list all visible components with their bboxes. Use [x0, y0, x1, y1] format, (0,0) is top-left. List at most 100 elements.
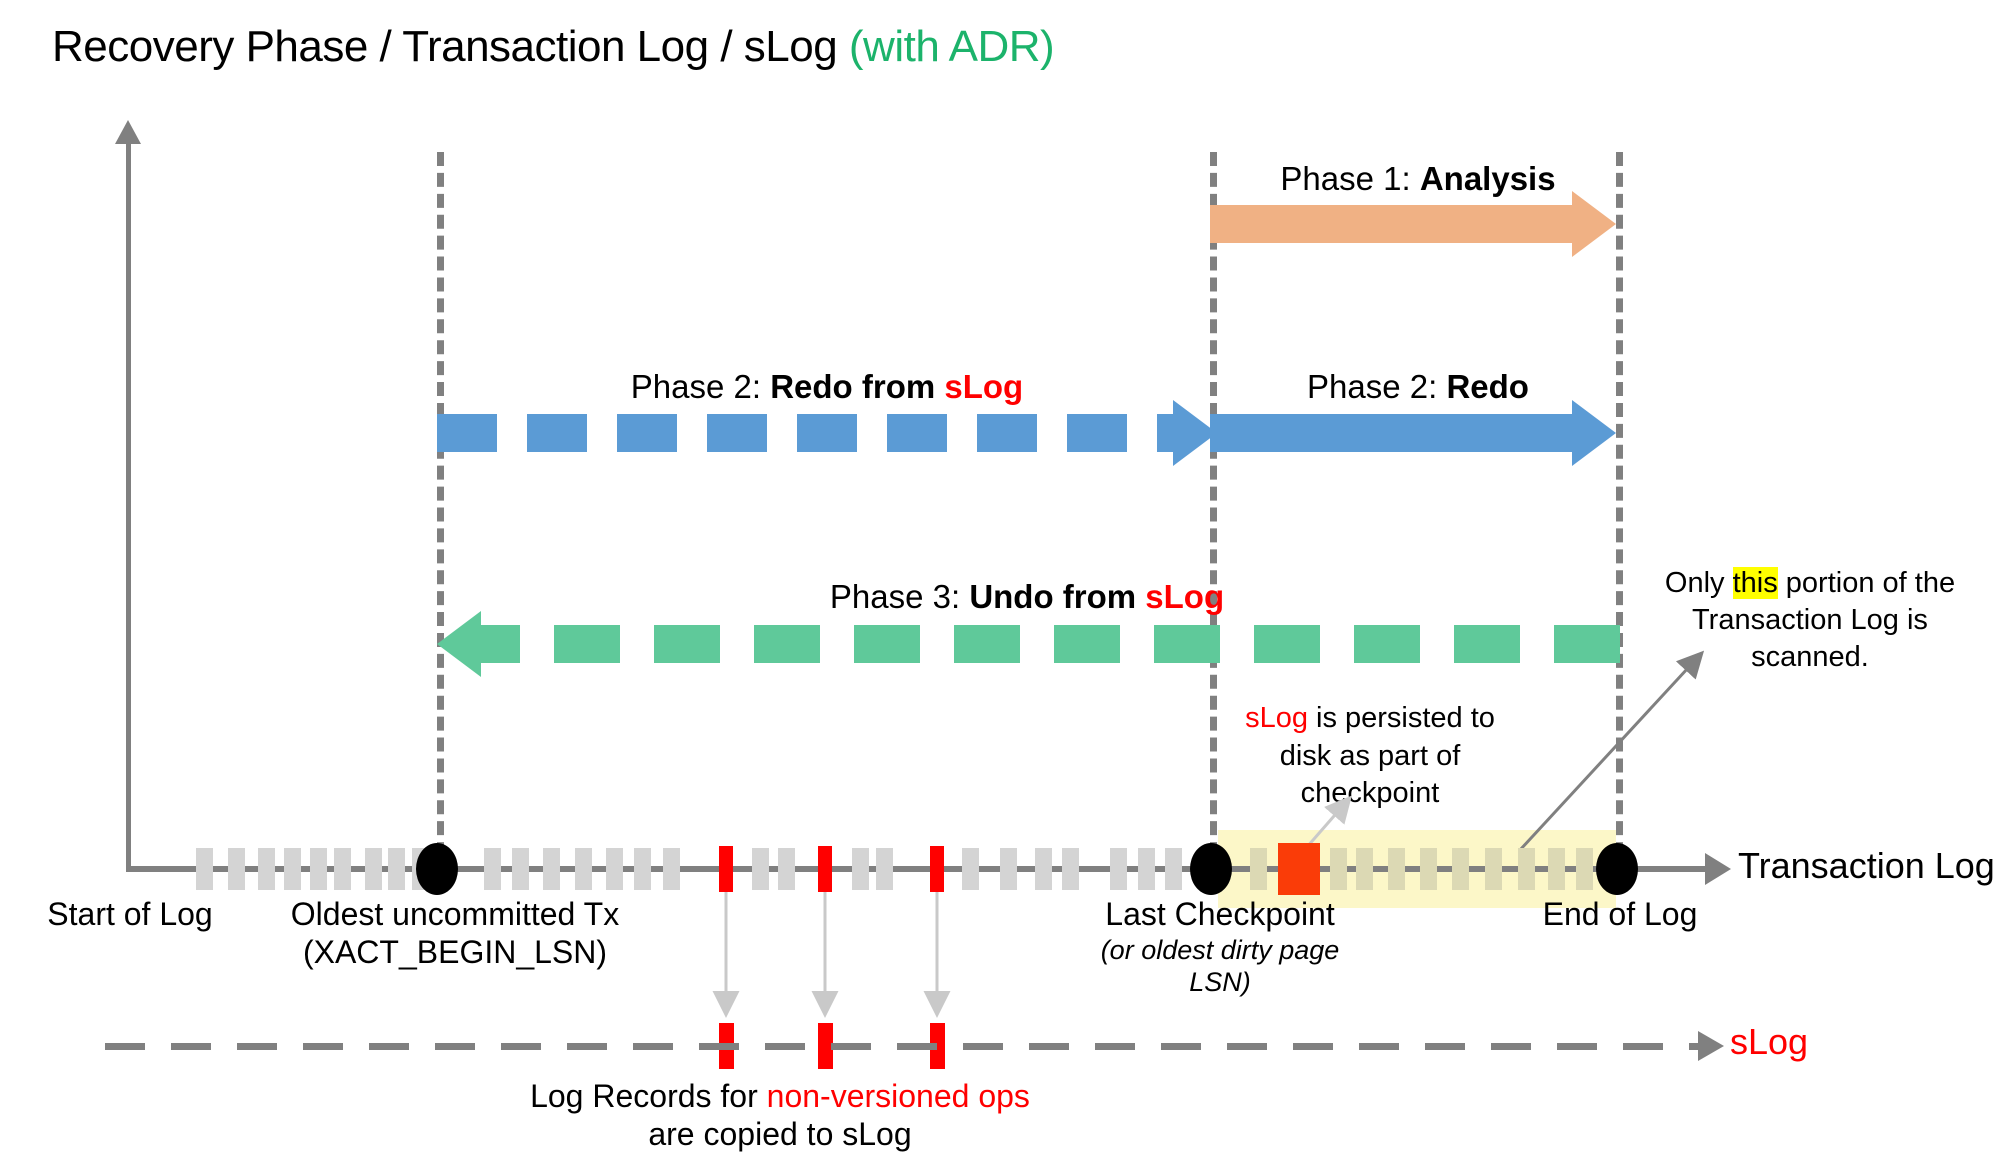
log-record-tick: [606, 848, 623, 890]
annotation-slog-persisted: sLog is persisted to disk as part of che…: [1215, 700, 1525, 813]
page-title-main: Recovery Phase / Transaction Log / sLog: [52, 22, 849, 71]
label-oldest-line2: (XACT_BEGIN_LSN): [302, 933, 608, 970]
log-record-tick: [663, 848, 680, 890]
phase-1-name: Analysis: [1419, 160, 1556, 197]
guideline-end-of-log: [1616, 152, 1623, 877]
page-title-adr-suffix: (with ADR): [848, 22, 1055, 71]
annotation-copied-pre: Log Records for: [530, 1078, 767, 1114]
log-record-tick: [575, 848, 592, 890]
log-record-tick: [634, 848, 651, 890]
log-point-end-of-log: [1596, 843, 1638, 895]
log-record-tick: [752, 848, 769, 890]
phase-2-slog-name: Redo from: [770, 368, 945, 405]
phase-2-label: Phase 2: Redo: [1218, 368, 1618, 406]
phase-2-name: Redo: [1446, 368, 1529, 405]
arrow-head-right-icon: [1572, 400, 1616, 466]
log-record-tick: [334, 848, 351, 890]
label-start-of-log: Start of Log: [47, 896, 213, 932]
log-record-tick: [778, 848, 795, 890]
phase-2-prefix: Phase 2:: [1307, 368, 1447, 405]
log-record-tick: [1485, 848, 1502, 890]
transaction-log-axis-arrowhead-icon: [1705, 853, 1731, 885]
log-record-tick: [962, 848, 979, 890]
phase-3-accent: sLog: [1145, 578, 1225, 615]
phase-1-analysis-arrow: [1210, 191, 1620, 257]
log-record-tick: [1165, 848, 1182, 890]
phase-2-slog-prefix: Phase 2:: [630, 368, 771, 405]
phase-2-redo-arrow: [1210, 400, 1620, 466]
arrow-shaft: [1210, 414, 1572, 452]
annotation-persist-line2: disk as part of: [1279, 739, 1461, 772]
log-record-tick: [365, 848, 382, 890]
slog-axis-line: [105, 1043, 1700, 1050]
label-ckpt-sub2: LSN): [1189, 967, 1251, 998]
log-point-oldest-uncommitted-tx: [416, 843, 458, 895]
log-record-tick: [876, 848, 893, 890]
arrow-head-right-icon: [1572, 191, 1616, 257]
phase-2-slog-accent: sLog: [944, 368, 1024, 405]
slog-axis-arrowhead-icon: [1698, 1031, 1724, 1061]
leader-line-scanned-portion: [1518, 650, 1705, 852]
log-record-tick: [1110, 848, 1127, 890]
vertical-axis-arrowhead-icon: [115, 120, 141, 144]
annotation-scanned-portion: Only this portion of the Transaction Log…: [1630, 565, 1990, 676]
log-record-tick: [1518, 848, 1535, 890]
log-record-tick: [719, 846, 733, 892]
log-record-tick: [196, 848, 213, 890]
arrow-shaft: [1210, 205, 1572, 243]
log-record-tick: [512, 848, 529, 890]
log-record-tick: [1062, 848, 1079, 890]
log-record-tick: [930, 846, 944, 892]
log-record-tick: [1388, 848, 1405, 890]
log-record-tick: [1452, 848, 1469, 890]
log-record-tick: [310, 848, 327, 890]
log-record-tick: [1548, 848, 1565, 890]
log-record-tick: [1420, 848, 1437, 890]
log-record-tick: [1278, 843, 1320, 895]
arrow-shaft-dashed: [437, 414, 1177, 452]
transaction-log-axis-line: [126, 866, 1711, 872]
phase-3-prefix: Phase 3:: [829, 578, 970, 615]
vertical-axis-line: [126, 138, 131, 871]
log-record-tick: [388, 848, 405, 890]
phase-3-name: Undo from: [969, 578, 1146, 615]
arrow-shaft-dashed: [481, 625, 1620, 663]
log-record-tick: [818, 846, 832, 892]
annotation-copied-accent: non-versioned ops: [766, 1078, 1030, 1114]
guideline-oldest-uncommitted-tx: [437, 152, 444, 877]
annotation-copied-to-slog: Log Records for non-versioned ops are co…: [430, 1077, 1130, 1154]
annotation-scan-pre: Only: [1664, 567, 1733, 599]
label-oldest-line1: Oldest uncommitted Tx: [290, 896, 620, 932]
log-record-tick: [1035, 848, 1052, 890]
page-title: Recovery Phase / Transaction Log / sLog …: [52, 22, 1055, 72]
phase-1-prefix: Phase 1:: [1280, 160, 1420, 197]
label-ckpt-sub1: (or oldest dirty page: [1100, 934, 1340, 965]
log-point-last-checkpoint: [1190, 843, 1232, 895]
log-record-tick: [1330, 848, 1347, 890]
annotation-copied-line2: are copied to sLog: [648, 1116, 912, 1153]
log-record-tick: [228, 848, 245, 890]
log-record-tick: [258, 848, 275, 890]
label-slog: sLog: [1730, 1021, 1809, 1062]
log-record-tick: [1138, 848, 1155, 890]
label-end-of-log: End of Log: [1542, 896, 1698, 932]
log-record-tick: [284, 848, 301, 890]
phase-2-slog-label: Phase 2: Redo from sLog: [437, 368, 1217, 406]
log-record-tick: [852, 848, 869, 890]
log-record-tick: [484, 848, 501, 890]
annotation-persist-rest: is persisted to: [1307, 702, 1495, 734]
annotation-scan-highlight: this: [1732, 567, 1778, 599]
annotation-persist-accent: sLog: [1245, 702, 1308, 734]
arrow-head-left-icon: [437, 611, 481, 677]
phase-3-undo-from-slog-arrow: [437, 611, 1620, 677]
log-record-tick: [1576, 848, 1593, 890]
log-record-tick: [543, 848, 560, 890]
guideline-last-checkpoint: [1210, 152, 1217, 877]
label-last-checkpoint: Last Checkpoint (or oldest dirty page LS…: [1070, 896, 1370, 999]
phase-3-label: Phase 3: Undo from sLog: [437, 578, 1617, 616]
label-ckpt-main: Last Checkpoint: [1105, 896, 1335, 932]
phase-1-label: Phase 1: Analysis: [1218, 160, 1618, 198]
label-transaction-log: Transaction Log: [1738, 845, 1995, 886]
log-record-tick: [1000, 848, 1017, 890]
arrow-head-right-icon: [1173, 400, 1217, 466]
